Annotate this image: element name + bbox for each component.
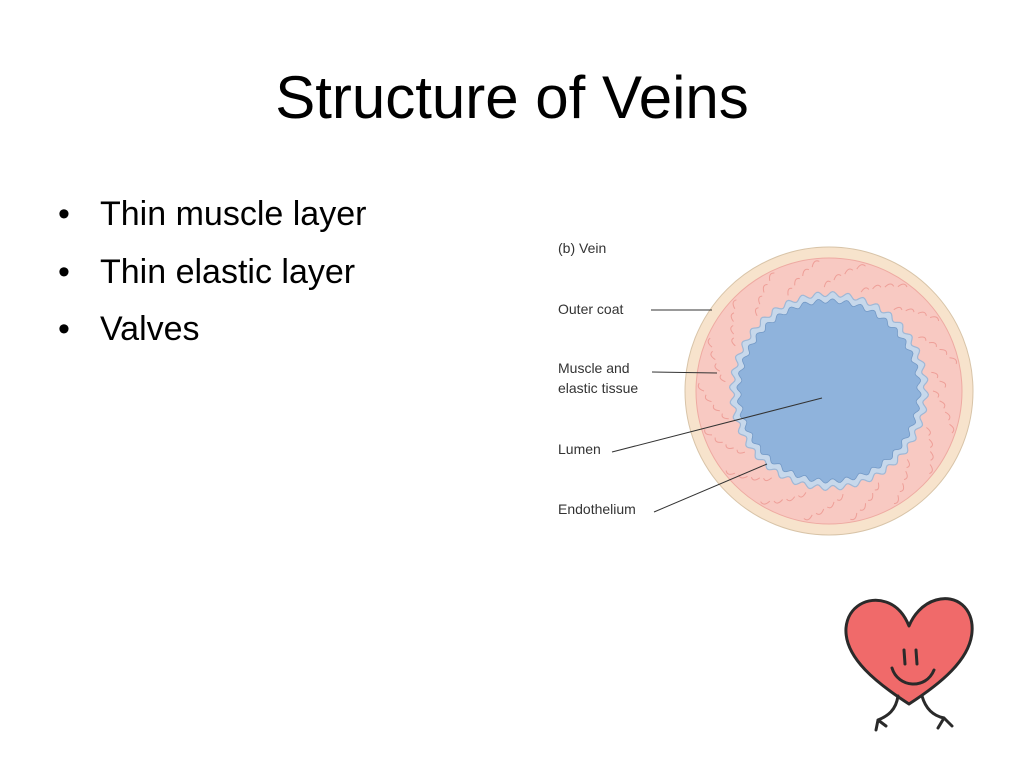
- label-endothelium: Endothelium: [558, 501, 636, 517]
- muscle-fiber: [893, 495, 899, 505]
- muscle-fiber: [874, 482, 880, 491]
- label-lumen: Lumen: [558, 441, 601, 457]
- muscle-fiber: [926, 427, 931, 436]
- muscle-fiber: [905, 308, 915, 313]
- bullet-marker: •: [58, 310, 70, 348]
- muscle-fiber: [710, 350, 716, 361]
- muscle-fiber: [725, 444, 734, 449]
- label-outer-coat: Outer coat: [558, 301, 623, 317]
- bullet-item: • Valves: [58, 301, 366, 359]
- muscle-fiber: [758, 295, 763, 305]
- label-muscle-line2: elastic tissue: [558, 380, 638, 396]
- muscle-fiber: [897, 283, 908, 288]
- muscle-fiber: [763, 477, 773, 482]
- vein-cross-section-diagram: (b) Vein Outer coat Muscle and elastic t…: [558, 240, 974, 536]
- muscle-fiber: [939, 400, 946, 409]
- label-muscle-line1: Muscle and: [558, 360, 630, 376]
- muscle-fiber: [929, 451, 934, 461]
- muscle-fiber: [697, 382, 705, 392]
- leader-line-lumen: [611, 397, 823, 453]
- leader-line-endothelium: [653, 463, 768, 513]
- muscle-fiber: [939, 348, 948, 355]
- muscle-fiber: [803, 514, 813, 521]
- muscle-fiber: [714, 437, 723, 443]
- muscle-fiber: [736, 449, 746, 454]
- muscle-fiber: [906, 459, 910, 468]
- muscle-fiber: [704, 394, 712, 403]
- muscle-fiber: [944, 411, 951, 421]
- muscle-fiber: [918, 336, 927, 341]
- muscle-fiber: [787, 287, 793, 296]
- muscle-fiber: [731, 337, 736, 347]
- muscle-fiber: [760, 500, 771, 505]
- muscle-fiber: [730, 325, 735, 335]
- muscle-fiber: [721, 413, 729, 420]
- bullet-text: Thin muscle layer: [100, 195, 367, 233]
- muscle-fiber: [823, 280, 831, 288]
- muscle-fiber: [868, 493, 874, 501]
- bullet-text: Thin elastic layer: [100, 252, 356, 291]
- muscle-fiber: [899, 483, 905, 493]
- muscle-fiber: [811, 260, 820, 268]
- muscle-fiber: [719, 374, 726, 383]
- bullet-marker: •: [58, 195, 70, 233]
- leader-line-muscle: [651, 371, 718, 374]
- muscle-fiber: [762, 284, 768, 293]
- bullet-list: • Thin muscle layer • Thin elastic layer…: [58, 186, 366, 359]
- muscle-fiber: [850, 512, 858, 521]
- muscle-fiber: [769, 272, 775, 281]
- slide-title: Structure of Veins: [275, 64, 749, 131]
- muscle-fiber: [802, 268, 810, 277]
- muscle-fiber: [859, 503, 866, 511]
- bullet-text: Valves: [100, 310, 200, 348]
- muscle-fiber: [773, 499, 783, 504]
- muscle-fiber-texture: [697, 260, 957, 521]
- muscle-fiber: [939, 380, 947, 388]
- muscle-fiber: [815, 508, 825, 515]
- muscle-fiber: [798, 492, 807, 498]
- smiling-heart-icon: [844, 597, 974, 732]
- bullet-item: • Thin elastic layer: [58, 244, 366, 302]
- muscle-fiber: [893, 306, 903, 311]
- muscle-fiber: [712, 404, 720, 412]
- muscle-fiber: [884, 283, 895, 288]
- muscle-fiber: [903, 470, 908, 480]
- muscle-fiber: [786, 496, 796, 502]
- muscle-fiber: [929, 464, 933, 475]
- muscle-fiber: [917, 311, 927, 316]
- muscle-fiber: [707, 337, 713, 348]
- muscle-fiber: [725, 470, 736, 475]
- muscle-fiber: [928, 438, 933, 448]
- muscle-fiber: [732, 299, 737, 310]
- muscle-fiber: [872, 284, 882, 290]
- muscle-fiber: [714, 363, 721, 372]
- muscle-fiber: [949, 423, 955, 434]
- muscle-fiber: [928, 342, 937, 348]
- bullet-marker: •: [58, 252, 70, 291]
- muscle-fiber: [754, 307, 759, 317]
- muscle-fiber: [794, 277, 800, 286]
- muscle-fiber: [949, 357, 957, 365]
- muscle-fiber: [833, 274, 842, 281]
- muscle-fiber: [730, 312, 735, 322]
- muscle-fiber: [750, 477, 761, 481]
- lumen-area: [736, 298, 922, 484]
- muscle-fiber: [844, 268, 854, 275]
- bullet-item: • Thin muscle layer: [58, 186, 366, 244]
- muscle-fiber: [932, 390, 940, 398]
- muscle-fiber: [931, 371, 939, 379]
- muscle-fiber: [836, 494, 844, 501]
- muscle-fiber: [704, 429, 713, 436]
- muscle-fiber: [826, 501, 835, 509]
- muscle-fiber: [860, 287, 870, 293]
- muscle-fiber: [856, 264, 866, 270]
- diagram-caption: (b) Vein: [558, 240, 606, 256]
- muscle-fiber: [929, 316, 940, 322]
